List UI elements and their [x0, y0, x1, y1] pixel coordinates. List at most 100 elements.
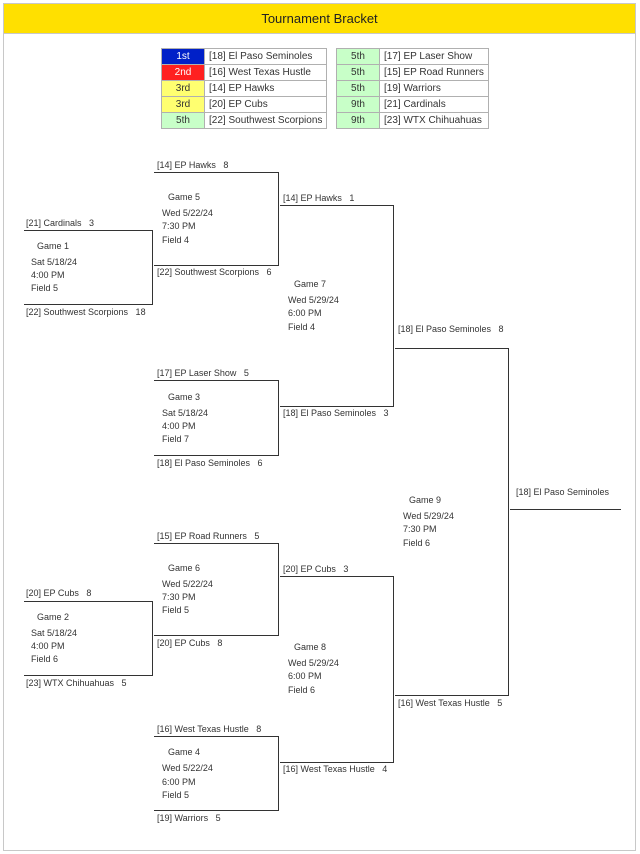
- g1-date: Sat 5/18/24: [31, 257, 78, 267]
- g4-bottom-team: [19] Warriors 5: [157, 813, 221, 823]
- g1-field: Field 5: [31, 283, 59, 293]
- g5-time: 7:30 PM: [162, 221, 196, 231]
- g9-top-line: [395, 348, 509, 349]
- g4-label: Game 4: [168, 747, 201, 757]
- standings-team: [15] EP Road Runners: [379, 64, 489, 81]
- g3-top-team: [17] EP Laser Show 5: [157, 368, 249, 378]
- g6-bottom-team: [20] EP Cubs 8: [157, 638, 223, 648]
- g3-field: Field 7: [162, 434, 190, 444]
- g5-field: Field 4: [162, 235, 190, 245]
- g6-top-team: [15] EP Road Runners 5: [157, 531, 260, 541]
- standings-team: [16] West Texas Hustle: [203, 64, 328, 81]
- g7-connector: [393, 205, 394, 407]
- g1-connector: [152, 230, 153, 305]
- g5-top-team: [14] EP Hawks 8: [157, 160, 229, 170]
- g2-connector: [152, 601, 153, 676]
- standings-team: [19] Warriors: [379, 80, 489, 97]
- g8-date: Wed 5/29/24: [288, 658, 339, 668]
- g4-top-line: [154, 736, 279, 737]
- g4-date: Wed 5/22/24: [162, 763, 213, 773]
- g2-date: Sat 5/18/24: [31, 628, 78, 638]
- g7-bottom-team: [18] El Paso Seminoles 3: [283, 408, 389, 418]
- g9-time: 7:30 PM: [403, 524, 437, 534]
- g6-field: Field 5: [162, 605, 190, 615]
- standings-place: 5th: [336, 48, 380, 65]
- g9-bottom-line: [395, 695, 509, 696]
- standings-place: 5th: [336, 80, 380, 97]
- g2-top-line: [24, 601, 153, 602]
- standings-team: [20] EP Cubs: [203, 96, 328, 113]
- g1-top-team: [21] Cardinals 3: [26, 218, 95, 228]
- g6-top-line: [154, 543, 279, 544]
- g8-bottom-team: [16] West Texas Hustle 4: [283, 764, 388, 774]
- g6-date: Wed 5/22/24: [162, 579, 213, 589]
- g7-top-team: [14] EP Hawks 1: [283, 193, 355, 203]
- g2-top-team: [20] EP Cubs 8: [26, 588, 92, 598]
- standings-team: [21] Cardinals: [379, 96, 489, 113]
- g5-bottom-team: [22] Southwest Scorpions 6: [157, 267, 272, 277]
- g9-bottom-team: [16] West Texas Hustle 5: [398, 698, 503, 708]
- g8-connector: [393, 576, 394, 763]
- g3-connector: [278, 380, 279, 456]
- g4-top-team: [16] West Texas Hustle 8: [157, 724, 262, 734]
- g6-bottom-line: [154, 635, 279, 636]
- page-title-text: Tournament Bracket: [261, 11, 378, 26]
- g9-date: Wed 5/29/24: [403, 511, 454, 521]
- standings-place: 3rd: [161, 80, 205, 97]
- g1-label: Game 1: [37, 241, 70, 251]
- g3-date: Sat 5/18/24: [162, 408, 209, 418]
- standings-place: 2nd: [161, 64, 205, 81]
- standings-row: 2nd[16] West Texas Hustle: [161, 64, 328, 81]
- g8-time: 6:00 PM: [288, 671, 322, 681]
- standings-team: [17] EP Laser Show: [379, 48, 489, 65]
- bracket-frame: [3, 3, 636, 851]
- standings-row: 5th[17] EP Laser Show: [336, 48, 489, 65]
- standings-row: 3rd[20] EP Cubs: [161, 96, 328, 113]
- g6-label: Game 6: [168, 563, 201, 573]
- g9-connector: [508, 348, 509, 696]
- g7-date: Wed 5/29/24: [288, 295, 339, 305]
- g5-date: Wed 5/22/24: [162, 208, 213, 218]
- g4-connector: [278, 736, 279, 811]
- g3-label: Game 3: [168, 392, 201, 402]
- standings-row: 5th[15] EP Road Runners: [336, 64, 489, 81]
- champion-line: [510, 509, 621, 510]
- g3-top-line: [154, 380, 279, 381]
- g2-label: Game 2: [37, 612, 70, 622]
- g6-connector: [278, 543, 279, 636]
- g7-time: 6:00 PM: [288, 308, 322, 318]
- g5-label: Game 5: [168, 192, 201, 202]
- g2-bottom-team: [23] WTX Chihuahuas 5: [26, 678, 127, 688]
- g4-time: 6:00 PM: [162, 777, 196, 787]
- standings-team: [22] Southwest Scorpions: [203, 112, 328, 129]
- g8-top-team: [20] EP Cubs 3: [283, 564, 349, 574]
- standings-row: 5th[19] Warriors: [336, 80, 489, 97]
- g8-bottom-line: [280, 762, 394, 763]
- g6-time: 7:30 PM: [162, 592, 196, 602]
- standings-row: 9th[21] Cardinals: [336, 96, 489, 113]
- g4-field: Field 5: [162, 790, 190, 800]
- standings-row: 5th[22] Southwest Scorpions: [161, 112, 328, 129]
- standings-place: 9th: [336, 112, 380, 129]
- g4-bottom-line: [154, 810, 279, 811]
- g1-time: 4:00 PM: [31, 270, 65, 280]
- g7-bottom-line: [280, 406, 394, 407]
- standings-place: 1st: [161, 48, 205, 65]
- champion-team: [18] El Paso Seminoles: [516, 487, 610, 497]
- standings-row: 3rd[14] EP Hawks: [161, 80, 328, 97]
- standings-place: 5th: [336, 64, 380, 81]
- g5-bottom-line: [154, 265, 279, 266]
- g1-bottom-line: [24, 304, 153, 305]
- g7-label: Game 7: [294, 279, 327, 289]
- g5-top-line: [154, 172, 279, 173]
- g8-field: Field 6: [288, 685, 316, 695]
- g9-top-team: [18] El Paso Seminoles 8: [398, 324, 504, 334]
- g3-bottom-team: [18] El Paso Seminoles 6: [157, 458, 263, 468]
- g8-top-line: [280, 576, 394, 577]
- g1-bottom-team: [22] Southwest Scorpions 18: [26, 307, 146, 317]
- g2-bottom-line: [24, 675, 153, 676]
- standings-place: 3rd: [161, 96, 205, 113]
- standings-team: [23] WTX Chihuahuas: [379, 112, 489, 129]
- g1-top-line: [24, 230, 153, 231]
